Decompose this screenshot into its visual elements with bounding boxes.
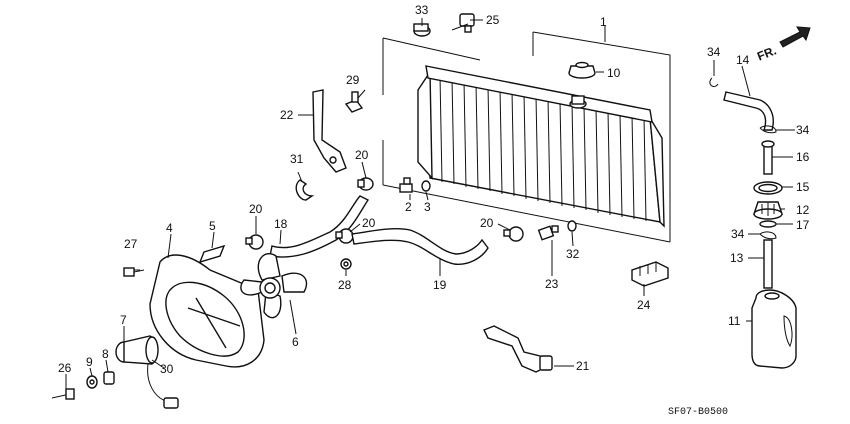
- callout-5: 5: [209, 219, 216, 233]
- callout-33: 33: [415, 3, 429, 17]
- callout-11: 11: [728, 314, 741, 328]
- callout-26: 26: [58, 361, 72, 375]
- callout-31: 31: [290, 152, 304, 166]
- callout-15: 15: [796, 180, 810, 194]
- callout-13: 13: [730, 251, 744, 265]
- callout-34-upper: 34: [707, 45, 721, 59]
- callout-28: 28: [338, 278, 352, 292]
- motor-nut: [103, 371, 115, 385]
- motor-washer: [86, 375, 98, 389]
- hose-clip-upper: [709, 77, 719, 87]
- hose-clamp-left: [245, 234, 264, 250]
- reserve-tank: [751, 289, 797, 369]
- reserve-tank-cap: [753, 201, 783, 220]
- drain-washer: [421, 180, 431, 192]
- radiator-outline-bracket: [382, 26, 671, 243]
- radiator-stay: [312, 89, 347, 173]
- callout-3: 3: [424, 200, 431, 214]
- callout-30: 30: [160, 362, 174, 376]
- callout-14: 14: [736, 53, 750, 67]
- motor-harness: [147, 363, 179, 409]
- callout-27: 27: [124, 237, 138, 251]
- callout-labels: 1 2 3 4 5 6 7 8 9 10 11 12 13 14 15 16 1…: [58, 3, 810, 376]
- hose-clip-mid: [759, 125, 777, 134]
- callout-17: 17: [796, 218, 810, 232]
- drain-plug: [399, 177, 413, 193]
- motor-screw: [51, 388, 75, 400]
- callout-29: 29: [346, 73, 360, 87]
- callout-16: 16: [796, 150, 810, 164]
- callout-20-upper: 20: [355, 148, 369, 162]
- callout-8: 8: [102, 347, 109, 361]
- callout-20-middle: 20: [362, 216, 376, 230]
- fan-motor: [115, 335, 159, 365]
- callout-2: 2: [405, 200, 412, 214]
- callout-21: 21: [576, 359, 590, 373]
- hose-clamp-lower: [503, 226, 524, 242]
- radiator-core: [417, 65, 665, 228]
- callout-24: 24: [637, 298, 651, 312]
- callout-18: 18: [274, 217, 288, 231]
- upper-radiator-hose: [269, 195, 370, 258]
- hose-clamp-upper: [357, 177, 374, 191]
- callout-1: 1: [600, 15, 607, 29]
- mounting-bracket: [483, 325, 553, 373]
- callout-9: 9: [86, 355, 93, 369]
- hose-clip-lower: [759, 231, 777, 240]
- cap-gasket: [759, 220, 777, 228]
- tank-cap-seal: [753, 181, 783, 195]
- leader-lines: [65, 18, 795, 390]
- fan-switch-washer: [567, 220, 577, 232]
- callout-34-middle: 34: [796, 123, 810, 137]
- callout-25: 25: [486, 13, 500, 27]
- callout-10: 10: [607, 66, 621, 80]
- callout-23: 23: [545, 277, 559, 291]
- thermo-switch: [459, 13, 475, 33]
- callout-32: 32: [566, 247, 580, 261]
- callout-20-left: 20: [249, 202, 263, 216]
- callout-12: 12: [796, 203, 810, 217]
- hose-clamp-middle: [335, 228, 354, 244]
- shroud-bolt: [123, 267, 145, 277]
- callout-20-lower: 20: [480, 216, 494, 230]
- callout-34-lower: 34: [731, 227, 745, 241]
- drawing-code: SF07-B0500: [668, 407, 728, 418]
- callout-7: 7: [120, 313, 127, 327]
- drain-bolt: [344, 91, 364, 113]
- overflow-hose: [723, 91, 774, 131]
- tank-cap-tube: [761, 140, 775, 175]
- callout-6: 6: [292, 335, 299, 349]
- grommet: [340, 258, 352, 270]
- reserve-tank-tube: [763, 239, 773, 289]
- fan-switch: [537, 225, 559, 241]
- callout-19: 19: [433, 278, 447, 292]
- fan-shroud: [149, 254, 265, 368]
- radiator-cap: [568, 61, 596, 79]
- hose-clip: [295, 179, 315, 201]
- front-direction-arrow: [779, 26, 811, 48]
- shroud-shim: [198, 244, 226, 264]
- callout-22: 22: [280, 108, 294, 122]
- direction-label: FR.: [755, 43, 778, 63]
- sensor-bulb: [413, 23, 431, 37]
- lower-radiator-hose: [351, 227, 489, 265]
- connector-block: [631, 261, 669, 287]
- cooling-fan: [240, 253, 308, 319]
- callout-4: 4: [166, 221, 173, 235]
